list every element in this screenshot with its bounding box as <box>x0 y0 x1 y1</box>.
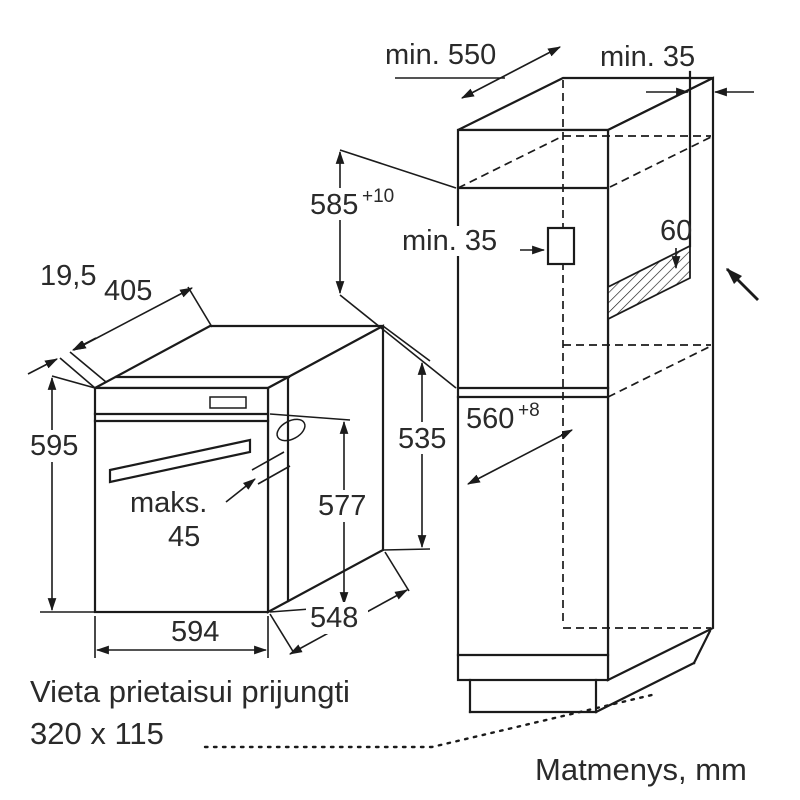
dim-560-arrow <box>467 429 573 485</box>
dim-548-ext-left <box>269 613 295 654</box>
dim-min-35-wall-label: min. 35 <box>600 41 695 73</box>
control-display <box>209 396 247 409</box>
dim-vent-60-label: 60 <box>660 215 692 247</box>
dim-min550-arrow <box>461 46 561 99</box>
dim-195-ext-b <box>69 351 107 383</box>
dim-body-height-label: 535 <box>398 423 446 455</box>
dim-585-ext-top <box>339 149 457 189</box>
dim-width-label: 594 <box>171 616 219 648</box>
airflow-arrow <box>725 267 759 301</box>
label-backgrounds <box>26 188 562 634</box>
door-handle <box>108 438 252 484</box>
dim-45-mark-b <box>257 465 291 485</box>
dim-min-35-rear-label: min. 35 <box>402 225 497 257</box>
dim-585-ext-bottom <box>339 294 457 389</box>
dim-577-ext-top <box>269 413 351 421</box>
dim-niche-depth-tolerance: +8 <box>518 400 540 421</box>
dim-595-ext-top <box>51 375 96 389</box>
dim-405-arrow <box>73 287 193 351</box>
cabinet-side-face <box>606 76 715 682</box>
dim-niche-depth-label: 560 <box>466 403 514 435</box>
dim-niche-height-label: 585 <box>310 189 358 221</box>
dim-45-arrow <box>225 478 256 503</box>
cabinet <box>456 70 715 714</box>
side-grip-hole <box>276 418 306 442</box>
connection-note-line1: Vieta prietaisui prijungti <box>30 674 350 709</box>
labels: min. 550 min. 35 585 +10 min. 35 60 560 … <box>30 39 747 787</box>
dim-548-ext-right <box>384 551 410 592</box>
dim-195-arrow-left <box>27 358 58 375</box>
units-note: Matmenys, mm <box>535 752 747 787</box>
label-handle-max-word: maks. <box>130 487 207 519</box>
vent-hatch-area <box>607 244 691 321</box>
dim-panel-offset-label: 19,5 <box>40 260 96 292</box>
oven-front-face <box>93 386 270 614</box>
oven <box>93 324 385 614</box>
connection-note-line2: 320 x 115 <box>30 716 164 751</box>
dim-niche-height-tolerance: +10 <box>362 186 394 207</box>
dim-45-mark-a <box>251 451 285 471</box>
rear-spacer-block <box>546 226 576 266</box>
dim-535-ext-top <box>382 325 431 362</box>
dim-535-ext-bottom <box>382 548 431 551</box>
dim-front-height-label: 595 <box>30 430 78 462</box>
dim-min-550-label: min. 550 <box>385 39 496 71</box>
cabinet-plinth <box>468 629 712 714</box>
connection-dotted-line <box>203 692 658 749</box>
dim-body-depth-label: 548 <box>310 602 358 634</box>
hidden-edges <box>457 80 712 629</box>
label-handle-max-value: 45 <box>168 521 200 553</box>
dim-top-depth-label: 405 <box>104 275 152 307</box>
dim-405-ext <box>187 286 213 328</box>
dim-195-ext-a <box>59 357 96 389</box>
dim-door-height-label: 577 <box>318 490 366 522</box>
